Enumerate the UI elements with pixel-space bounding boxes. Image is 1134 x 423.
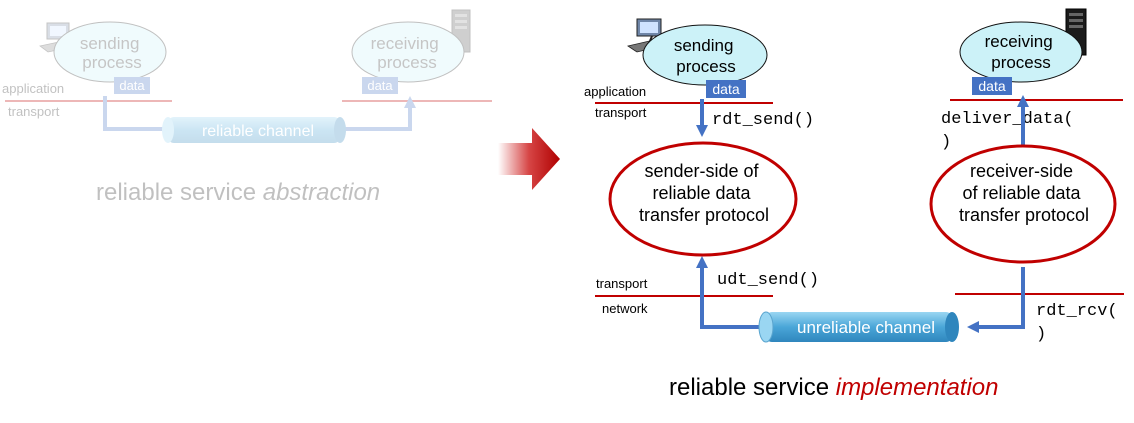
reliable-channel-tube — [162, 117, 346, 143]
sender-protocol-label-1: sender-side of — [644, 161, 759, 181]
receiver-protocol-ellipse — [929, 144, 1117, 264]
data-box — [362, 77, 398, 94]
implementation-caption: reliable service implementation — [669, 374, 998, 401]
abstraction-panel: sending process data receiving process d… — [2, 9, 492, 206]
deliver-data-label-1: deliver_data( — [941, 110, 1074, 129]
rdt-rcv-label-1: rdt_rcv( — [1036, 302, 1118, 321]
layer-label-transport: transport — [596, 276, 648, 291]
sending-process-label-2: process — [676, 57, 736, 76]
data-box — [114, 77, 150, 94]
unreliable-channel-label: unreliable channel — [797, 318, 935, 337]
rdt-rcv-label-2: ) — [1036, 325, 1046, 344]
data-box-label: data — [119, 78, 145, 93]
receiving-process-label-1: receiving — [371, 34, 439, 53]
sender-protocol-label-2: reliable data — [652, 183, 751, 203]
server-icon — [451, 9, 471, 53]
data-box — [972, 77, 1012, 95]
abstraction-caption: reliable service abstraction — [96, 179, 380, 206]
right-arrow-icon — [498, 128, 560, 190]
layer-label-application: application — [2, 81, 64, 96]
svg-text:sending process: sending process — [80, 34, 144, 72]
deliver-data-label-2: ) — [941, 133, 951, 152]
data-box-label: data — [367, 78, 393, 93]
flow-arrow — [343, 96, 416, 131]
svg-text:sender-side of reliable: sender-side of reliable data transfer pr… — [639, 161, 769, 225]
sending-process-ellipse — [642, 24, 768, 86]
udt-send-label: udt_send() — [717, 271, 819, 290]
layer-label-application: application — [584, 84, 646, 99]
receiver-protocol-label-2: of reliable data — [962, 183, 1081, 203]
rdt-send-label: rdt_send() — [712, 111, 814, 130]
layer-label-network: network — [602, 301, 648, 316]
receiving-process-ellipse — [959, 21, 1083, 83]
receiving-process-label-2: process — [377, 53, 437, 72]
receiver-protocol-label-1: receiver-side — [970, 161, 1073, 181]
sending-process-label-2: process — [82, 53, 142, 72]
implementation-panel: sending process data receiving process d… — [584, 8, 1124, 401]
data-box-label: data — [978, 78, 1005, 94]
data-box-label: data — [712, 81, 739, 97]
layer-label-transport: transport — [8, 104, 60, 119]
rdt-rcv-arrow — [967, 267, 1025, 333]
receiving-process-label-2: process — [991, 53, 1051, 72]
udt-send-arrow — [696, 256, 763, 329]
svg-text:receiving process: receiving process — [985, 32, 1058, 72]
sender-protocol-label-3: transfer protocol — [639, 205, 769, 225]
implementation-caption-em: implementation — [836, 374, 999, 401]
receiving-process-ellipse — [351, 21, 465, 83]
flow-arrow — [103, 96, 165, 131]
sending-process-label-1: sending — [80, 34, 140, 53]
svg-text:sending process: sending process — [674, 36, 738, 76]
receiving-process-label-1: receiving — [985, 32, 1053, 51]
reliable-channel-label: reliable channel — [202, 123, 314, 140]
computer-icon — [39, 22, 77, 53]
svg-text:receiver-side of reliabl: receiver-side of reliable data transfer … — [959, 161, 1089, 225]
data-box — [706, 80, 746, 98]
abstraction-caption-em: abstraction — [263, 179, 380, 206]
layer-label-transport: transport — [595, 105, 647, 120]
unreliable-channel-tube — [758, 311, 959, 343]
sending-process-label-1: sending — [674, 36, 734, 55]
svg-text:receiving process: receiving process — [371, 34, 444, 72]
receiver-protocol-label-3: transfer protocol — [959, 205, 1089, 225]
sending-process-ellipse — [53, 21, 167, 83]
sender-protocol-ellipse — [608, 141, 798, 257]
